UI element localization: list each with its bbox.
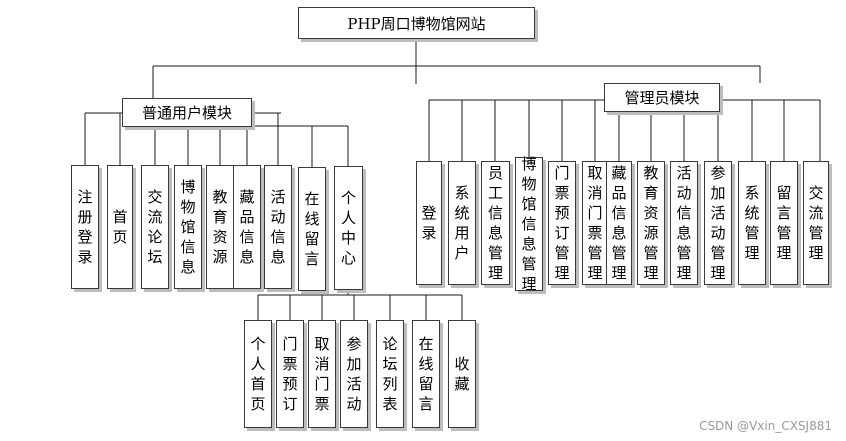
admin-module-node: 管理员模块 [604,83,720,112]
user-item-node: 交流论坛 [141,165,169,289]
user-item-node: 博物馆信息 [174,165,202,289]
personal-center-item-label: 在线留言 [418,335,434,413]
admin-item-node: 登录 [416,161,442,285]
admin-item-node: 交流管理 [803,161,829,285]
user-item-node: 在线留言 [298,167,326,291]
admin-item-label: 系统用户 [454,184,470,262]
personal-center-item-label: 取消门票 [314,335,330,413]
user-module-label: 普通用户模块 [141,104,232,122]
user-item-node: 首页 [107,165,133,289]
admin-module-label: 管理员模块 [624,89,700,107]
personal-center-item-label: 参加活动 [346,335,362,413]
admin-item-label: 员工信息管理 [488,164,504,282]
admin-item-label: 藏品信息管理 [611,164,627,282]
user-item-label: 首页 [112,208,128,246]
admin-item-label: 登录 [421,204,437,242]
admin-item-node: 教育资源管理 [637,161,665,285]
user-item-label: 教育资源 [212,188,228,266]
admin-item-node: 藏品信息管理 [606,161,632,285]
admin-item-label: 留言管理 [776,184,792,262]
admin-item-node: 门票预订管理 [548,161,576,285]
user-item-node: 注册登录 [71,165,99,289]
admin-item-label: 门票预订管理 [554,164,570,282]
root-label: PHP周口博物馆网站 [347,14,486,33]
admin-item-label: 参加活动管理 [710,164,726,282]
personal-center-item-label: 个人首页 [250,335,266,413]
personal-center-item-node: 收藏 [448,320,476,428]
user-item-label: 在线留言 [304,190,320,268]
admin-item-label: 活动信息管理 [676,164,692,282]
personal-center-item-node: 在线留言 [412,320,440,428]
admin-item-node: 留言管理 [770,161,798,285]
admin-item-node: 系统管理 [738,161,766,285]
personal-center-item-label: 论坛列表 [382,335,398,413]
admin-item-node: 系统用户 [448,161,476,285]
personal-center-item-node: 参加活动 [340,320,368,428]
watermark: CSDN @Vxin_CXSJ881 [699,419,832,433]
user-item-label: 注册登录 [77,188,93,266]
root-node: PHP周口博物馆网站 [298,7,535,39]
admin-item-label: 博物馆信息管理 [521,155,537,293]
user-item-label: 活动信息 [270,188,286,266]
user-item-node: 藏品信息 [233,165,261,289]
admin-item-label: 取消门票管理 [587,164,603,282]
personal-center-item-label: 收藏 [454,355,470,393]
admin-item-label: 交流管理 [808,184,824,262]
personal-center-item-node: 个人首页 [244,320,272,428]
admin-item-node: 博物馆信息管理 [515,155,543,293]
user-item-label: 交流论坛 [147,188,163,266]
personal-center-item-node: 论坛列表 [376,320,404,428]
admin-item-node: 活动信息管理 [670,161,698,285]
user-item-label: 藏品信息 [239,188,255,266]
admin-item-node: 参加活动管理 [704,161,732,285]
user-item-label: 个人中心 [341,189,357,267]
personal-center-node: 个人中心 [334,166,363,290]
user-item-node: 教育资源 [206,165,234,289]
user-module-node: 普通用户模块 [122,98,252,127]
personal-center-item-label: 门票预订 [282,335,298,413]
admin-item-node: 员工信息管理 [481,161,510,285]
admin-item-node: 取消门票管理 [582,161,608,285]
admin-item-label: 系统管理 [744,184,760,262]
user-item-label: 博物馆信息 [180,178,196,276]
user-item-node: 活动信息 [264,165,292,289]
admin-item-label: 教育资源管理 [643,164,659,282]
personal-center-item-node: 门票预订 [276,320,304,428]
personal-center-item-node: 取消门票 [308,320,336,428]
